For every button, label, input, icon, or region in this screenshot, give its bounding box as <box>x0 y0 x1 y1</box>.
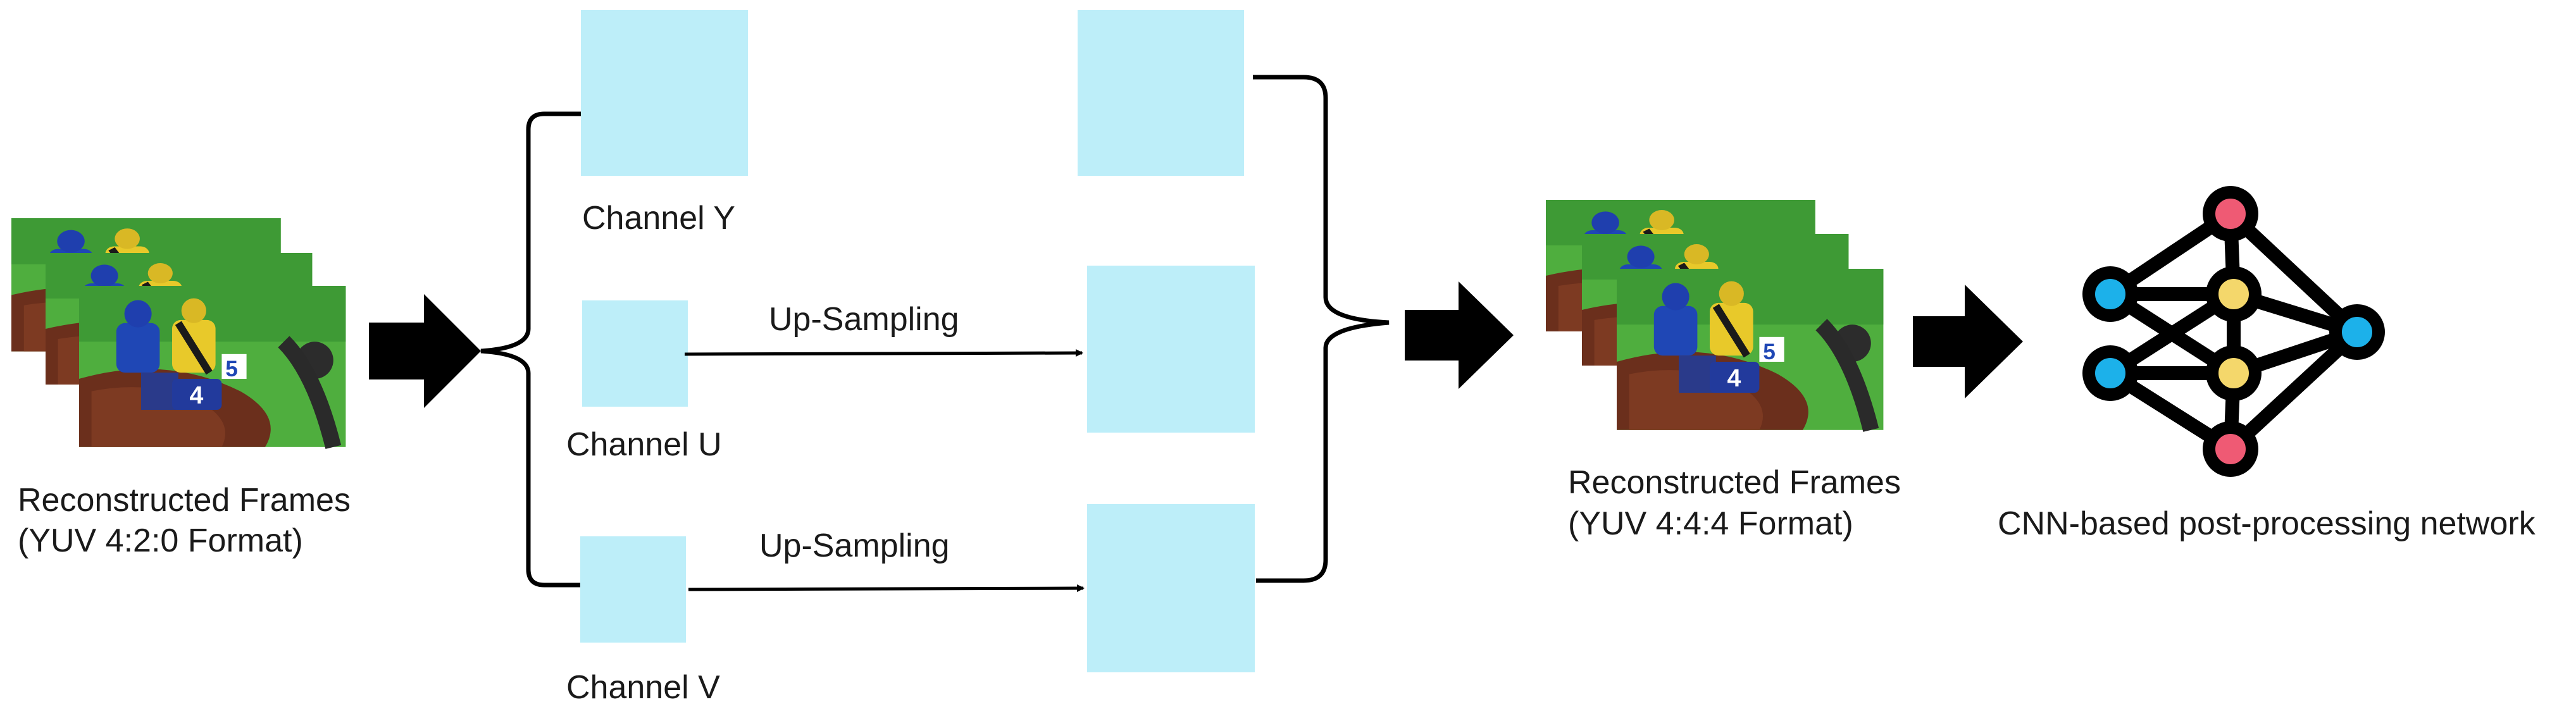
output-label-line1: Reconstructed Frames <box>1568 464 1901 501</box>
output-label-line2: (YUV 4:4:4 Format) <box>1568 505 1853 542</box>
input-label-line1: Reconstructed Frames <box>18 482 351 519</box>
nn-node-left-top <box>2082 266 2138 322</box>
big-arrow-3 <box>1913 285 2023 398</box>
upsampling-v-arrow <box>688 584 1085 593</box>
merge-bracket <box>1253 75 1390 583</box>
network-label: CNN-based post-processing network <box>1998 505 2536 542</box>
channel-v-label: Channel V <box>566 669 720 706</box>
upsampling-v-label: Up-Sampling <box>759 527 950 564</box>
upsampling-u-label: Up-Sampling <box>769 301 959 338</box>
input-frames-stack <box>11 218 345 447</box>
neural-network-icon <box>2103 207 2364 456</box>
nn-node-right <box>2329 304 2385 360</box>
output-channel-u-block <box>1087 266 1255 433</box>
nn-node-top <box>2203 186 2258 242</box>
nn-node-bottom <box>2203 421 2258 477</box>
channel-u-block <box>582 300 688 407</box>
output-frame-front <box>1617 269 1883 430</box>
nn-node-left-bottom <box>2082 345 2138 401</box>
upsampling-u-arrow <box>684 349 1083 357</box>
input-label-line2: (YUV 4:2:0 Format) <box>18 522 303 559</box>
output-channel-y-block <box>1078 10 1244 176</box>
nn-node-center-top <box>2206 266 2262 322</box>
split-bracket <box>480 111 582 588</box>
channel-y-block <box>581 10 748 176</box>
input-frame-front <box>79 286 345 447</box>
big-arrow-2 <box>1405 281 1514 389</box>
channel-y-label: Channel Y <box>582 200 735 237</box>
channel-v-block <box>580 536 686 643</box>
output-channel-v-block <box>1087 504 1255 672</box>
nn-node-center-bottom <box>2206 345 2262 401</box>
big-arrow-1 <box>369 294 481 408</box>
output-frames-stack <box>1546 200 1883 430</box>
channel-u-label: Channel U <box>566 426 722 463</box>
neural-network-nodes <box>2082 186 2385 477</box>
